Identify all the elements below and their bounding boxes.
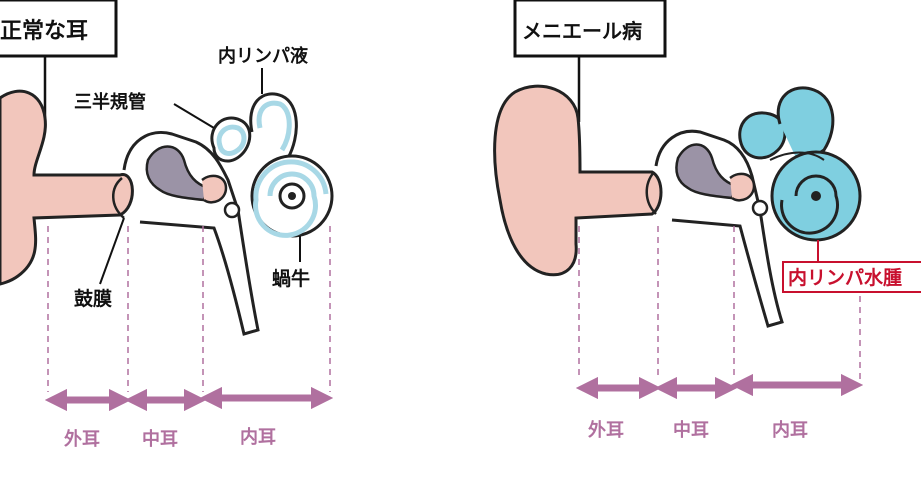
outer-ear-auricle: [0, 89, 134, 286]
meniere-region-middle-ear: 中耳: [673, 419, 709, 441]
semicircular-canals: [210, 92, 298, 172]
meniere-stapes: [729, 172, 756, 202]
meniere-region-guides: [578, 226, 861, 380]
meniere-eardrum: [645, 171, 657, 215]
region-middle-ear: 中耳: [142, 428, 178, 450]
meniere-ossicles: [675, 143, 738, 200]
meniere-labyrinth-hydrops: [738, 86, 862, 242]
label-endolymphatic-hydrops: 内リンパ水腫: [788, 266, 902, 289]
region-guides: [47, 226, 331, 392]
meniere-region-arrows: [575, 373, 864, 400]
cochlea: [250, 154, 334, 238]
meniere-title: メニエール病: [522, 19, 642, 43]
region-arrows: [44, 386, 334, 412]
round-window: [223, 201, 241, 219]
region-inner-ear: 内耳: [240, 426, 276, 448]
middle-ear-cavity: [122, 131, 260, 336]
meniere-panel: メニエール病 内リンパ水腫: [493, 0, 921, 441]
meniere-outer-ear-auricle: [493, 84, 663, 277]
stapes: [201, 174, 228, 204]
meniere-region-inner-ear: 内耳: [772, 419, 808, 441]
meniere-region-outer-ear: 外耳: [588, 419, 624, 441]
meniere-round-window: [751, 199, 769, 217]
region-outer-ear: 外耳: [64, 428, 100, 450]
ossicles: [145, 145, 210, 202]
normal-ear-title-box: 正常な耳: [0, 0, 118, 122]
eardrum: [112, 177, 125, 219]
label-cochlea: 蝸牛: [272, 267, 310, 290]
meniere-hydrops-label-group: 内リンパ水腫: [782, 240, 921, 293]
normal-ear-panel: 正常な耳 内リンパ液 三半規管 鼓膜: [0, 0, 334, 450]
label-semicircular-canals: 三半規管: [74, 91, 146, 113]
normal-ear-title: 正常な耳: [0, 18, 88, 44]
meniere-middle-ear-cavity: [654, 129, 784, 328]
label-endolymph: 内リンパ液: [218, 45, 309, 67]
meniere-title-box: メニエール病: [513, 0, 667, 122]
label-eardrum: 鼓膜: [74, 287, 112, 310]
